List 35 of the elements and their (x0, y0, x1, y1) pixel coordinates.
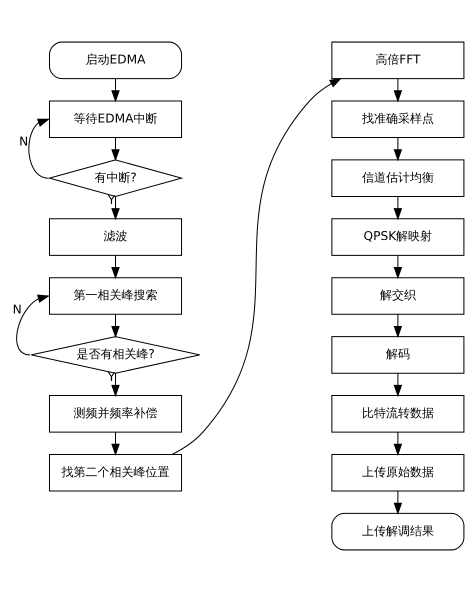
node-box: 找准确采样点 (331, 100, 464, 138)
node-box: 比特流转数据 (331, 395, 464, 433)
arrow (394, 314, 402, 338)
node-box: 解码 (331, 336, 464, 374)
arrow (111, 314, 120, 338)
node-box: 信道估计均衡 (331, 159, 464, 197)
arrow (111, 373, 120, 398)
arrow (394, 255, 402, 280)
arrow (111, 432, 120, 456)
edge-label: N (19, 134, 28, 148)
arrow (16, 294, 50, 356)
node-box: 上传解调结果 (331, 512, 464, 550)
node-box: 找第二个相关峰位置 (48, 454, 182, 492)
node-box: 解交织 (331, 277, 464, 315)
arrow (111, 78, 120, 103)
arrow (394, 373, 402, 398)
node-box: 第一相关峰搜索 (48, 277, 182, 315)
arrow (111, 196, 120, 220)
node-box: 启动EDMA (48, 42, 182, 80)
arrow (394, 196, 402, 220)
node-box: 测频并频率补偿 (48, 395, 182, 433)
arrow (172, 78, 342, 455)
arrow (394, 432, 402, 456)
arrow (28, 118, 50, 179)
arrow (394, 138, 402, 162)
edge-label: N (12, 302, 22, 316)
node-box: 高倍FFT (331, 42, 464, 80)
node-box: 等待EDMA中断 (48, 100, 182, 138)
arrow (394, 78, 402, 103)
node-box: 滤波 (48, 218, 182, 256)
arrow (111, 138, 120, 162)
node-box: 上传原始数据 (331, 454, 464, 492)
node-box: QPSK解映射 (331, 218, 464, 256)
arrow (111, 255, 120, 280)
arrow (394, 491, 402, 515)
